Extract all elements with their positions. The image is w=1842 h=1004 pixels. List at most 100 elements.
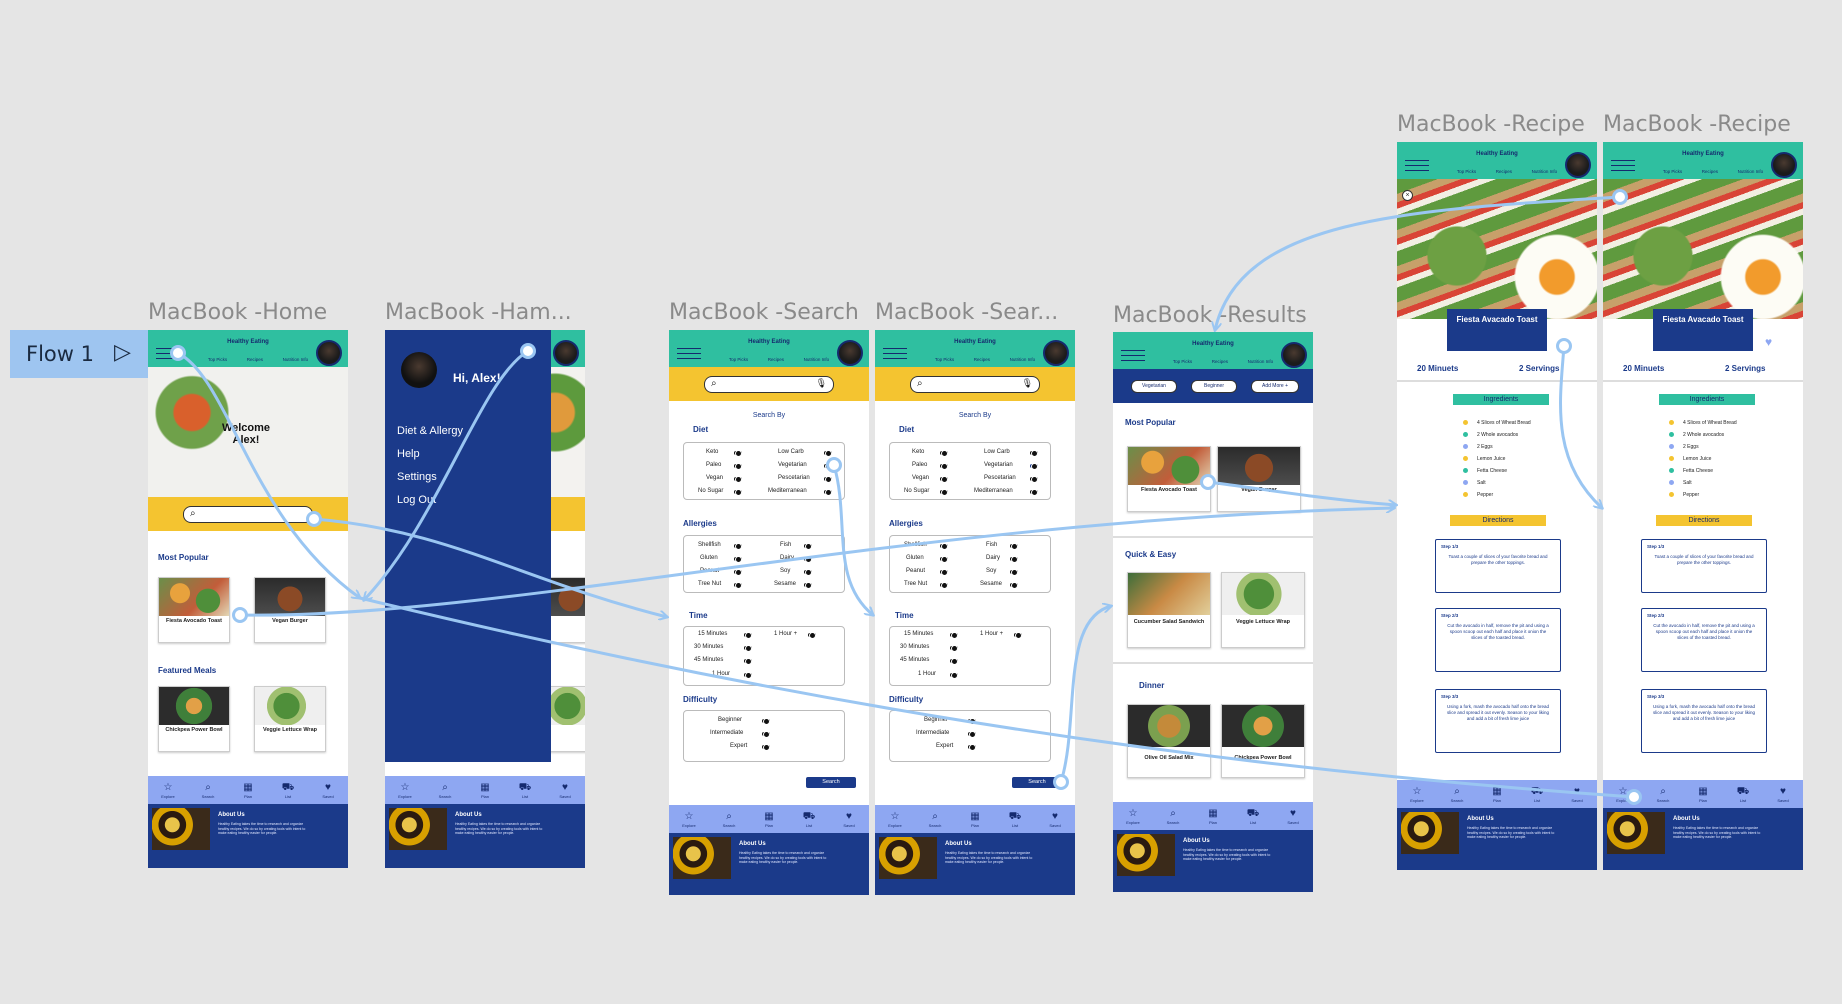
nav-top-picks[interactable]: Top Picks (1456, 169, 1477, 174)
tab-explore[interactable]: ☆Explore (156, 782, 180, 799)
toggle-intermediate[interactable] (762, 731, 770, 738)
nav-recipes[interactable]: Recipes (973, 357, 990, 362)
toggle-45-min[interactable] (950, 658, 958, 665)
tab-explore[interactable]: ☆Explore (1121, 808, 1145, 825)
recipe-card[interactable]: Vegan Burger (1217, 446, 1301, 512)
filter-chip[interactable]: Vegetarian (1131, 380, 1177, 393)
tab-search[interactable]: ⌕Search (1161, 808, 1185, 825)
tab-list[interactable]: ⛟List (1241, 808, 1265, 825)
tab-explore[interactable]: ☆Explore (883, 811, 907, 828)
add-filter-button[interactable]: Add More + (1251, 380, 1299, 393)
play-icon[interactable]: ▷ (114, 339, 131, 364)
tab-list[interactable]: ⛟List (1525, 786, 1549, 803)
toggle-no-sugar[interactable] (734, 489, 742, 496)
toggle-gluten[interactable] (940, 556, 948, 563)
toggle-peanut[interactable] (734, 569, 742, 576)
toggle-15-min[interactable] (744, 632, 752, 639)
connection-node[interactable] (1556, 338, 1572, 354)
connection-node[interactable] (1612, 189, 1628, 205)
tab-search[interactable]: ⌕Search (923, 811, 947, 828)
toggle-beginner[interactable] (968, 718, 976, 725)
toggle-beginner[interactable] (762, 718, 770, 725)
nav-nutrition[interactable]: Nutrition Info (1247, 359, 1274, 364)
toggle-vegan[interactable] (940, 476, 948, 483)
toggle-dairy[interactable] (1010, 556, 1018, 563)
toggle-expert[interactable] (968, 744, 976, 751)
nav-top-picks[interactable]: Top Picks (1662, 169, 1683, 174)
tab-plan[interactable]: ▦Plan (236, 782, 260, 799)
hamburger-icon[interactable] (883, 348, 907, 359)
connection-node[interactable] (170, 345, 186, 361)
avatar[interactable] (1565, 152, 1591, 178)
toggle-gluten[interactable] (734, 556, 742, 563)
tab-explore[interactable]: ☆Explore (677, 811, 701, 828)
toggle-30-min[interactable] (950, 645, 958, 652)
nav-nutrition[interactable]: Nutrition Info (282, 357, 309, 362)
nav-top-picks[interactable]: Top Picks (1172, 359, 1193, 364)
frame-label-search-2[interactable]: MacBook -Sear... (875, 300, 1059, 325)
toggle-tree-nut[interactable] (734, 582, 742, 589)
toggle-fish[interactable] (1010, 543, 1018, 550)
toggle-keto[interactable] (940, 450, 948, 457)
tab-search[interactable]: ⌕Search (717, 811, 741, 828)
frame-label-results[interactable]: MacBook -Results (1113, 303, 1307, 328)
nav-recipes[interactable]: Recipes (1701, 169, 1718, 174)
menu-item-settings[interactable]: Settings (397, 471, 437, 483)
tab-saved[interactable]: ♥Saved (1771, 786, 1795, 803)
tab-plan[interactable]: ▦Plan (1691, 786, 1715, 803)
recipe-card[interactable]: Fiesta Avocado Toast (1127, 446, 1211, 512)
tab-search[interactable]: ⌕Search (1651, 786, 1675, 803)
tab-saved[interactable]: ♥Saved (1565, 786, 1589, 803)
menu-item-logout[interactable]: Log Out (397, 494, 437, 506)
toggle-fish[interactable] (804, 543, 812, 550)
recipe-card[interactable]: Cucumber Salad Sandwich (1127, 572, 1211, 648)
toggle-shellfish[interactable] (940, 543, 948, 550)
tab-search[interactable]: ⌕Search (196, 782, 220, 799)
hamburger-icon[interactable] (156, 348, 180, 359)
recipe-card[interactable]: Veggie Lettuce Wrap (254, 686, 326, 752)
connection-node[interactable] (232, 607, 248, 623)
microphone-icon[interactable]: 🎙 (815, 378, 827, 388)
toggle-low-carb[interactable] (1030, 450, 1038, 457)
toggle-sesame[interactable] (804, 582, 812, 589)
nav-top-picks[interactable]: Top Picks (934, 357, 955, 362)
toggle-1-hour-plus[interactable] (1014, 632, 1022, 639)
toggle-sesame[interactable] (1010, 582, 1018, 589)
tab-saved[interactable]: ♥Saved (1043, 811, 1067, 828)
connection-node[interactable] (826, 457, 842, 473)
menu-item-diet[interactable]: Diet & Allergy (397, 425, 464, 437)
close-icon[interactable]: × (1402, 190, 1413, 201)
tab-saved[interactable]: ♥Saved (316, 782, 340, 799)
nav-nutrition[interactable]: Nutrition Info (1531, 169, 1558, 174)
toggle-mediterranean[interactable] (1030, 489, 1038, 496)
avatar[interactable] (1771, 152, 1797, 178)
toggle-shellfish[interactable] (734, 543, 742, 550)
heart-icon[interactable]: ♥ (1765, 335, 1773, 349)
frame-label-search[interactable]: MacBook -Search (669, 300, 859, 325)
tab-plan[interactable]: ▦Plan (963, 811, 987, 828)
avatar[interactable] (401, 352, 437, 388)
tab-saved[interactable]: ♥Saved (837, 811, 861, 828)
nav-top-picks[interactable]: Top Picks (207, 357, 228, 362)
toggle-mediterranean[interactable] (824, 489, 832, 496)
toggle-dairy[interactable] (804, 556, 812, 563)
avatar[interactable] (837, 340, 863, 366)
nav-recipes[interactable]: Recipes (767, 357, 784, 362)
toggle-keto[interactable] (734, 450, 742, 457)
search-button[interactable]: Search (806, 777, 856, 788)
tab-plan[interactable]: ▦Plan (1485, 786, 1509, 803)
search-input[interactable]: ⌕🎙 (910, 376, 1040, 393)
tab-list[interactable]: ⛟List (1003, 811, 1027, 828)
toggle-pescetarian[interactable] (1030, 476, 1038, 483)
toggle-1-hour-plus[interactable] (808, 632, 816, 639)
frame-label-recipe[interactable]: MacBook -Recipe (1397, 112, 1585, 137)
search-input[interactable]: ⌕🎙 (704, 376, 834, 393)
tab-list[interactable]: ⛟List (1731, 786, 1755, 803)
toggle-no-sugar[interactable] (940, 489, 948, 496)
hamburger-icon[interactable] (1405, 160, 1429, 171)
flow-badge[interactable]: Flow 1 ▷ (10, 330, 148, 378)
hamburger-icon[interactable] (677, 348, 701, 359)
toggle-peanut[interactable] (940, 569, 948, 576)
toggle-soy[interactable] (1010, 569, 1018, 576)
nav-top-picks[interactable]: Top Picks (728, 357, 749, 362)
